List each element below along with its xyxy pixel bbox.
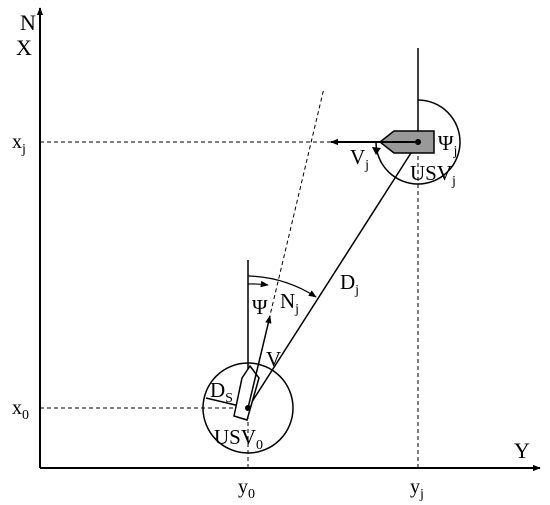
usv0-safety-circle <box>202 362 294 454</box>
usv0-velocity-arrow <box>247 315 272 409</box>
xj-tick-label: xj <box>12 131 26 157</box>
x-axis-label: X <box>16 35 32 60</box>
bearing-label: Nj <box>280 289 299 317</box>
heading-extension-line <box>247 87 325 409</box>
usv0-center-dot <box>245 405 251 411</box>
distance-line <box>247 141 419 409</box>
usvj-center-dot <box>415 139 421 145</box>
bearing-angle-arc <box>247 275 317 298</box>
usvj-heading-arrowhead <box>372 147 381 155</box>
distance-label: Dj <box>340 270 359 298</box>
y0-tick-label: y0 <box>238 476 255 502</box>
usvj-heading-arc <box>375 99 461 185</box>
usv0-heading-label: Ψ <box>252 295 268 319</box>
usvj-heading-label: Ψj <box>438 131 457 159</box>
north-label: N <box>20 10 36 35</box>
x0-tick-label: x0 <box>12 397 29 423</box>
heading-angle-arc <box>247 280 269 288</box>
yj-tick-label: yj <box>410 476 424 502</box>
y-axis-label: Y <box>514 438 530 463</box>
usv0-name-label: USV0 <box>214 425 263 453</box>
usv0-velocity-label: V <box>266 347 281 371</box>
safety-distance-label: DS <box>210 378 233 406</box>
usvj-velocity-label: Vj <box>350 145 369 173</box>
usvj-name-label: USVj <box>410 161 456 189</box>
usv0-hull <box>233 364 260 421</box>
